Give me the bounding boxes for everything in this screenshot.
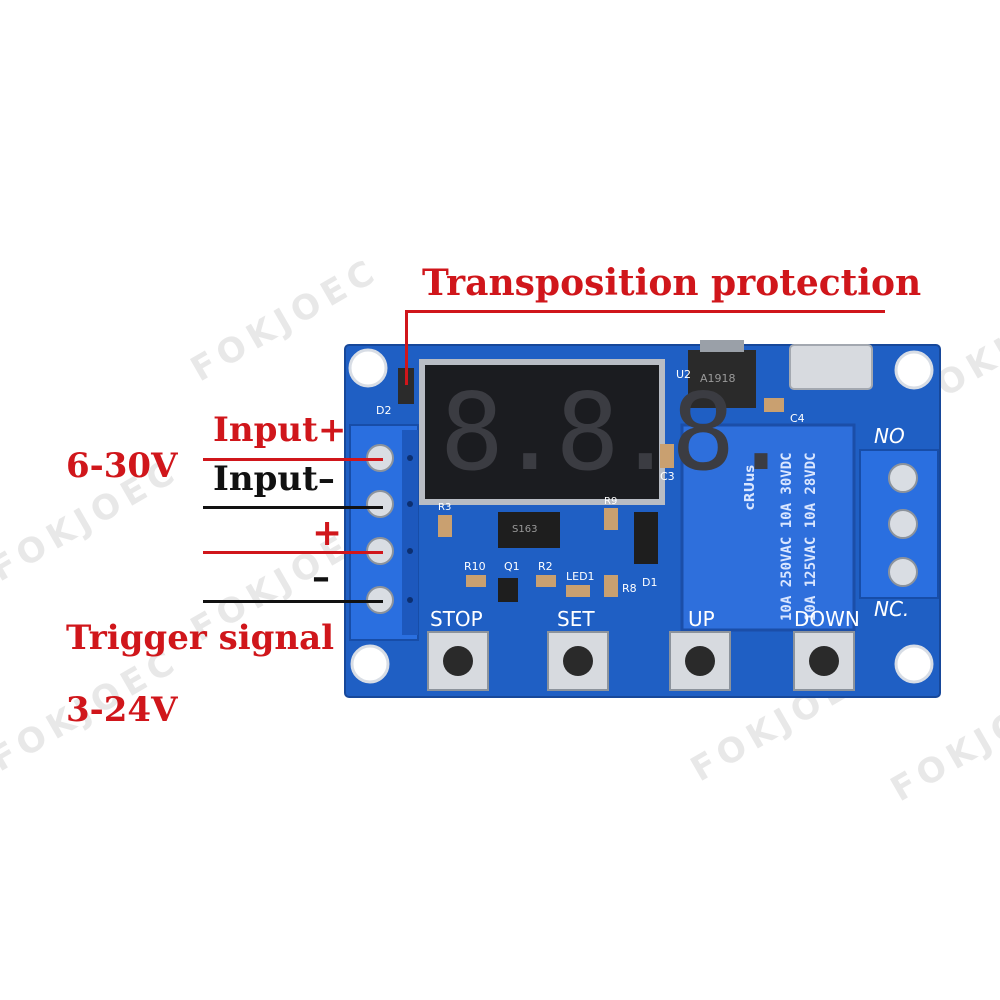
- diode-d2: [398, 368, 414, 404]
- input-minus-line: [203, 506, 383, 509]
- seven-segment-display: [419, 359, 665, 505]
- silk-d1: D1: [642, 576, 658, 589]
- mount-hole: [348, 348, 388, 388]
- button-up-label: UP: [688, 607, 715, 631]
- input-minus-label: Input–: [213, 459, 335, 499]
- transistor-q1: [498, 578, 518, 602]
- silk-led1: LED1: [566, 570, 595, 583]
- voltage-regulator: [688, 350, 756, 408]
- silk-r10: R10: [464, 560, 486, 573]
- optocoupler-chip: [498, 512, 560, 548]
- silk-r3: R3: [438, 502, 452, 513]
- relay-marking: cRUus 10A 250VAC 10A 30VDC 10A 125VAC 10…: [680, 430, 850, 625]
- terminal-screws-right: [888, 463, 918, 587]
- voltage-in-label: 6-30V: [66, 446, 178, 486]
- mount-hole: [894, 644, 934, 684]
- transposition-leader-horizontal: [405, 310, 885, 313]
- mount-hole: [350, 644, 390, 684]
- trigger-voltage-label: 3-24V: [66, 690, 178, 730]
- silk-r2: R2: [538, 560, 553, 573]
- silk-q1: Q1: [504, 560, 520, 573]
- relay-cert-mark: cRUus: [743, 464, 759, 511]
- display-digits: 8.8.8.: [440, 371, 793, 494]
- trigger-plus-label: +: [312, 512, 343, 554]
- terminal-no-label: NO: [874, 424, 905, 448]
- transposition-protection-label: Transposition protection: [422, 262, 922, 304]
- trigger-minus-line: [203, 600, 383, 603]
- silk-c4: C4: [790, 412, 805, 425]
- mount-hole: [894, 350, 934, 390]
- tactile-buttons: [427, 631, 855, 691]
- silk-d2: D2: [376, 404, 392, 417]
- smd-components: [438, 398, 784, 597]
- silk-c3: C3: [660, 470, 675, 483]
- relay: [680, 423, 856, 632]
- regulator-marking: A1918: [700, 372, 736, 385]
- terminal-nc-label: NC.: [874, 597, 910, 621]
- trigger-minus-label: –: [312, 556, 330, 598]
- silk-r9: R9: [604, 496, 618, 507]
- diode-d1: [634, 512, 658, 564]
- trigger-signal-label: Trigger signal: [66, 618, 335, 658]
- silk-u2: U2: [676, 368, 692, 381]
- input-plus-label: Input+: [213, 410, 347, 450]
- relay-rating-1: 10A 250VAC 10A 30VDC: [779, 452, 795, 621]
- silk-r8: R8: [622, 582, 637, 595]
- relay-rating-2: 10A 125VAC 10A 28VDC: [803, 452, 819, 621]
- button-set-label: SET: [557, 607, 595, 631]
- button-stop-label: STOP: [430, 607, 483, 631]
- transposition-leader-vertical: [405, 310, 408, 385]
- micro-usb-port: [789, 344, 873, 390]
- input-plus-line: [203, 458, 383, 461]
- chip-marking: S163: [512, 524, 538, 535]
- button-down-label: DOWN: [794, 607, 860, 631]
- trigger-plus-line: [203, 551, 383, 554]
